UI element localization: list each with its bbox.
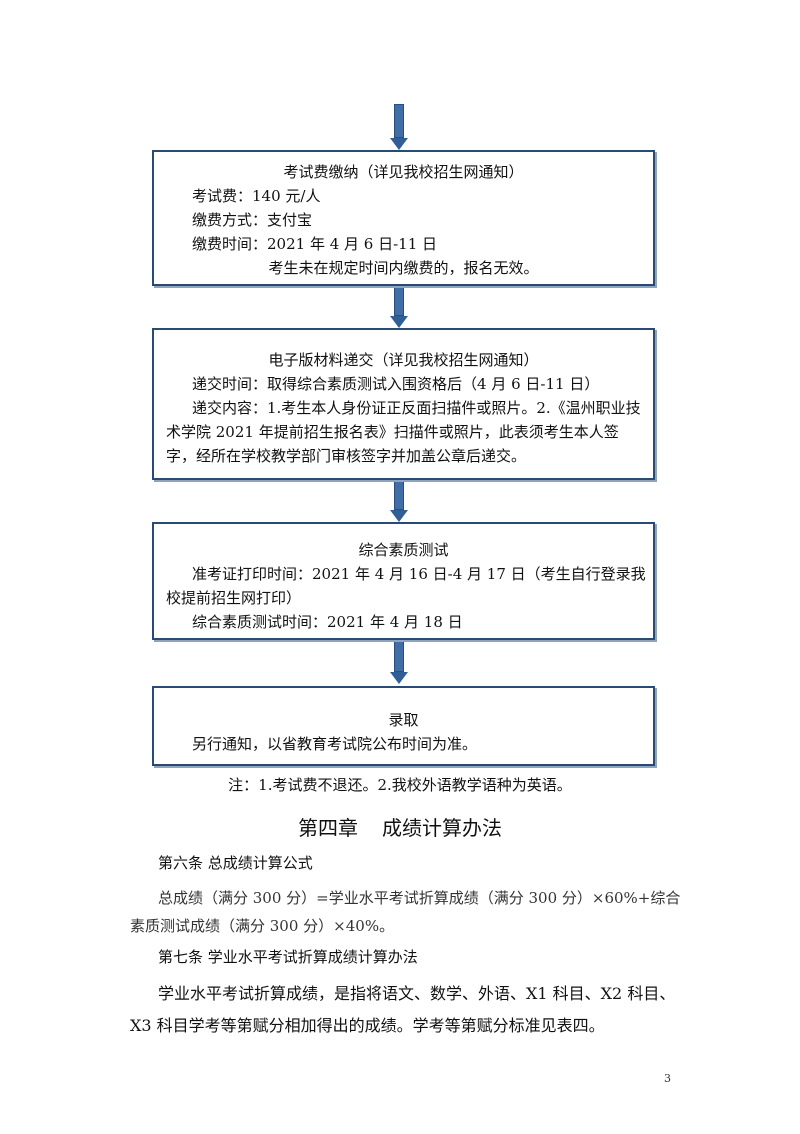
test-time: 综合素质测试时间：2021 年 4 月 18 日 [192,613,463,631]
chapter-name: 成绩计算办法 [382,816,502,840]
submission-time: 递交时间：取得综合素质测试入围资格后（4 月 6 日-11 日） [192,375,600,393]
admission-title: 录取 [388,711,419,729]
article-7-heading: 第七条 学业水平考试折算成绩计算办法 [158,948,418,966]
exam-fee-title: 考试费缴纳（详见我校招生网通知） [283,163,524,181]
flow-arrow-4 [390,640,408,684]
admission-notice: 另行通知，以省教育考试院公布时间为准。 [192,735,478,753]
admission-box: 录取 另行通知，以省教育考试院公布时间为准。 [152,686,655,766]
page-number: 3 [664,1072,671,1085]
submission-content: 递交内容：1.考生本人身份证正反面扫描件或照片。2.《温州职业技术学院 2021… [166,399,641,465]
footnote: 注：1.考试费不退还。2.我校外语教学语种为英语。 [228,776,572,794]
payment-warning: 考生未在规定时间内缴费的，报名无效。 [268,259,539,277]
materials-box: 电子版材料递交（详见我校招生网通知） 递交时间：取得综合素质测试入围资格后（4 … [152,328,655,480]
flow-arrow-2 [390,286,408,328]
quality-test-box: 综合素质测试 准考证打印时间：2021 年 4 月 16 日-4 月 17 日（… [152,522,655,640]
payment-time: 缴费时间：2021 年 4 月 6 日-11 日 [192,235,438,253]
exam-fee-amount: 考试费：140 元/人 [192,187,321,205]
article-6-formula: 总成绩（满分 300 分）=学业水平考试折算成绩（满分 300 分）×60%+综… [130,889,681,935]
exam-fee-box: 考试费缴纳（详见我校招生网通知） 考试费：140 元/人 缴费方式：支付宝 缴费… [152,150,655,286]
article-7-text: 学业水平考试折算成绩，是指将语文、数学、外语、X1 科目、X2 科目、X3 科目… [130,984,676,1035]
chapter-number: 第四章 [298,816,358,840]
flow-arrow-1 [390,104,408,150]
payment-method: 缴费方式：支付宝 [192,211,313,229]
materials-title: 电子版材料递交（详见我校招生网通知） [268,351,539,369]
quality-test-title: 综合素质测试 [358,541,449,559]
article-6-heading: 第六条 总成绩计算公式 [158,854,313,872]
admission-ticket-time: 准考证打印时间：2021 年 4 月 16 日-4 月 17 日（考生自行登录我… [166,565,646,607]
flow-arrow-3 [390,480,408,522]
chapter-heading: 第四章成绩计算办法 [0,812,800,841]
